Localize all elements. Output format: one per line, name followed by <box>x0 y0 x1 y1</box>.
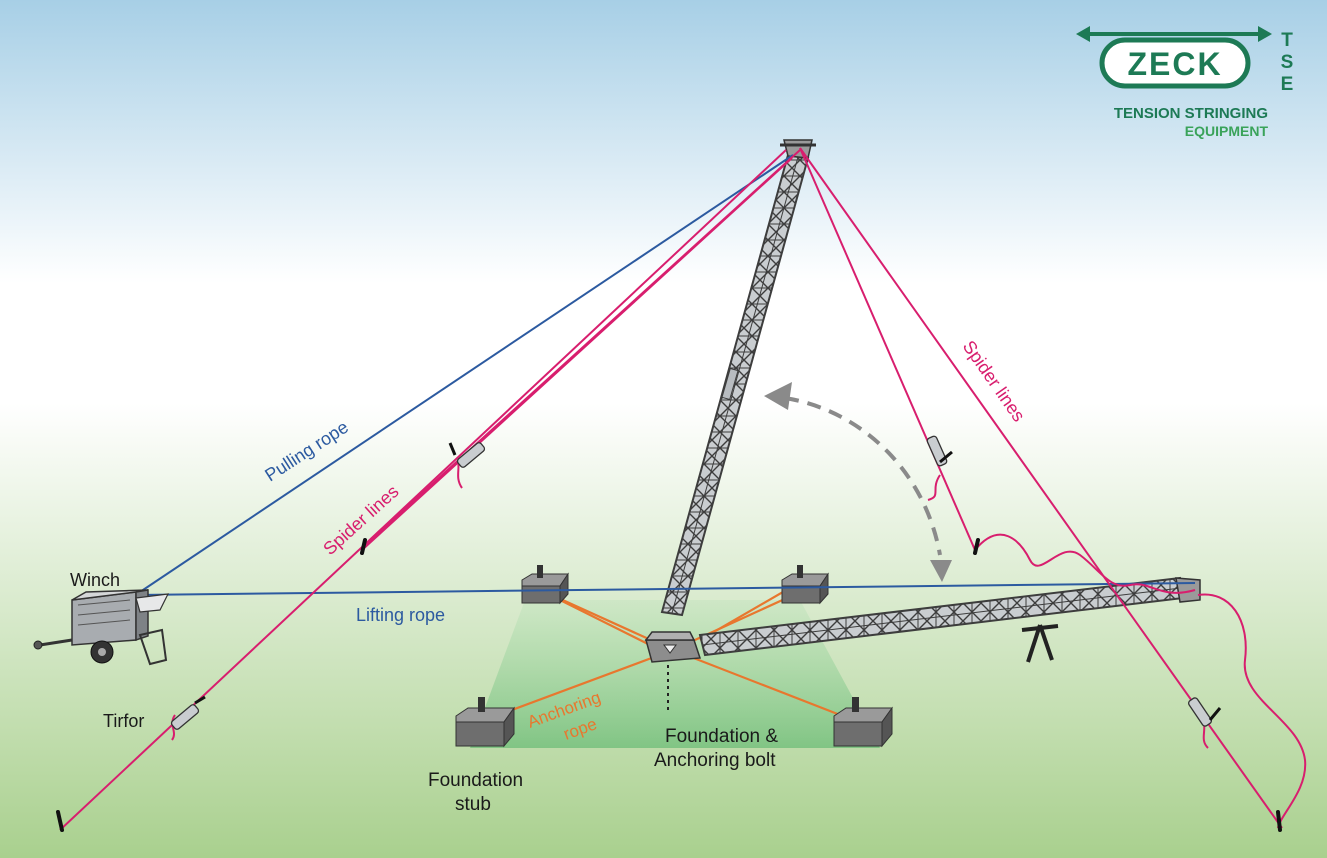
ground-stake-icon <box>56 538 1282 832</box>
tirfor-icon-left-spider <box>448 442 486 468</box>
foundation-stub-label-line1: Foundation <box>428 770 523 791</box>
tirfor-icon <box>170 695 206 730</box>
logo-side-letter-e: E <box>1281 74 1294 95</box>
lifting-rope-label: Lifting rope <box>356 605 445 625</box>
mast-base-foundation <box>644 631 702 663</box>
curved-double-arrow-icon <box>764 382 952 582</box>
foundation-stub-front-left <box>455 697 515 748</box>
tirfor-label: Tirfor <box>103 711 144 731</box>
winch-label: Winch <box>70 570 120 590</box>
zeck-logo: ZECK T S E TENSION STRINGING EQUIPMENT <box>1076 26 1293 139</box>
tirfor-icon-right-spider <box>926 435 953 467</box>
logo-brand: ZECK <box>1127 46 1222 82</box>
foundation-stub-back-right <box>781 565 829 605</box>
logo-side-letter-t: T <box>1281 30 1293 51</box>
tirfor-icon-far-right <box>1187 697 1222 727</box>
logo-tagline-line2: EQUIPMENT <box>1185 123 1269 139</box>
logo-arrow-icon <box>1076 26 1272 42</box>
logo-side-letter-s: S <box>1281 52 1294 73</box>
foundation-stub-front-right <box>833 697 893 748</box>
foundation-stub-label-line2: stub <box>455 794 491 815</box>
mast-support-trestle <box>1021 624 1059 663</box>
pulling-rope-line <box>136 154 794 595</box>
logo-tagline-line1: TENSION STRINGING <box>1114 105 1268 122</box>
winch-trailer-icon <box>33 589 170 666</box>
foundation-bolt-label-line2: Anchoring bolt <box>654 750 776 771</box>
foundation-bolt-label-line1: Foundation & <box>665 726 778 747</box>
